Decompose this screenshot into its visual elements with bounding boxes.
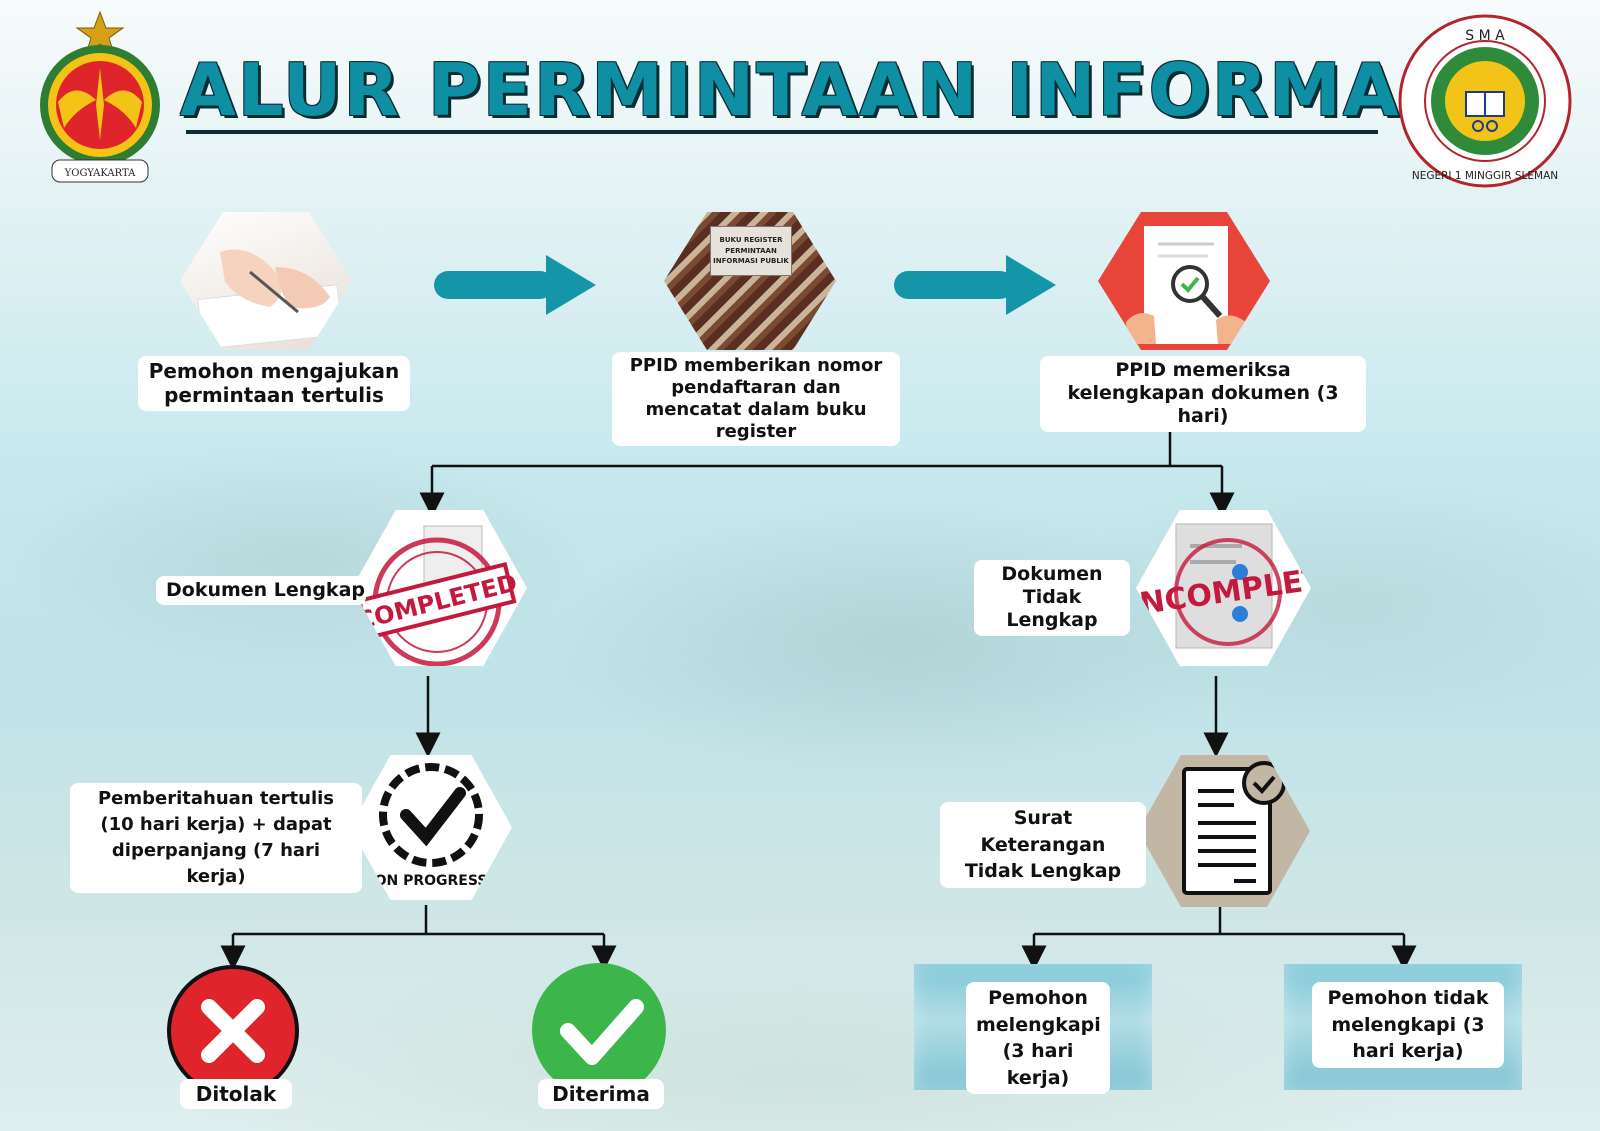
incomplete-letter-label: Surat Keterangan Tidak Lengkap [940,802,1146,888]
register-book-plate: BUKU REGISTER PERMINTAAN INFORMASI PUBLI… [710,226,792,276]
school-logo-bottom-text: NEGERI 1 MINGGIR SLEMAN [1412,170,1558,182]
step-request-label: Pemohon mengajukan permintaan tertulis [138,356,410,411]
accepted-label: Diterima [538,1079,664,1110]
complete-branch-label: Dokumen Lengkap [156,576,366,606]
accepted-icon [532,963,666,1097]
title-underline [186,130,1378,134]
arrow-right-icon-1 [434,255,596,315]
rejected-label: Ditolak [180,1079,292,1110]
step-register-label: PPID memberikan nomor pendaftaran dan me… [612,352,900,446]
yogyakarta-logo-text: YOGYAKARTA [64,168,136,179]
not-completes-box: Pemohon tidak melengkapi (3 hari kerja) [1284,964,1522,1090]
not-completes-label: Pemohon tidak melengkapi (3 hari kerja) [1312,982,1504,1068]
arrow-right-icon-2 [894,255,1056,315]
incomplete-branch-label: Dokumen Tidak Lengkap [974,560,1130,636]
on-progress-text: ON PROGRESS [375,873,488,889]
page-title: ALUR PERMINTAAN INFORMASI [180,48,1484,132]
completes-label: Pemohon melengkapi (3 hari kerja) [966,982,1110,1095]
completes-box: Pemohon melengkapi (3 hari kerja) [914,964,1152,1095]
step-check-label: PPID memeriksa kelengkapan dokumen (3 ha… [1040,356,1366,432]
on-progress-check-image: ON PROGRESS [350,755,512,900]
rejected-icon [167,965,299,1097]
register-book-image: BUKU REGISTER PERMINTAAN INFORMASI PUBLI… [664,212,836,350]
school-logo: S M A NEGERI 1 MINGGIR SLEMAN [1398,14,1573,189]
school-logo-top-text: S M A [1465,28,1505,44]
yogyakarta-emblem-logo: YOGYAKARTA [30,10,170,190]
notification-label: Pemberitahuan tertulis (10 hari kerja) +… [70,783,362,894]
